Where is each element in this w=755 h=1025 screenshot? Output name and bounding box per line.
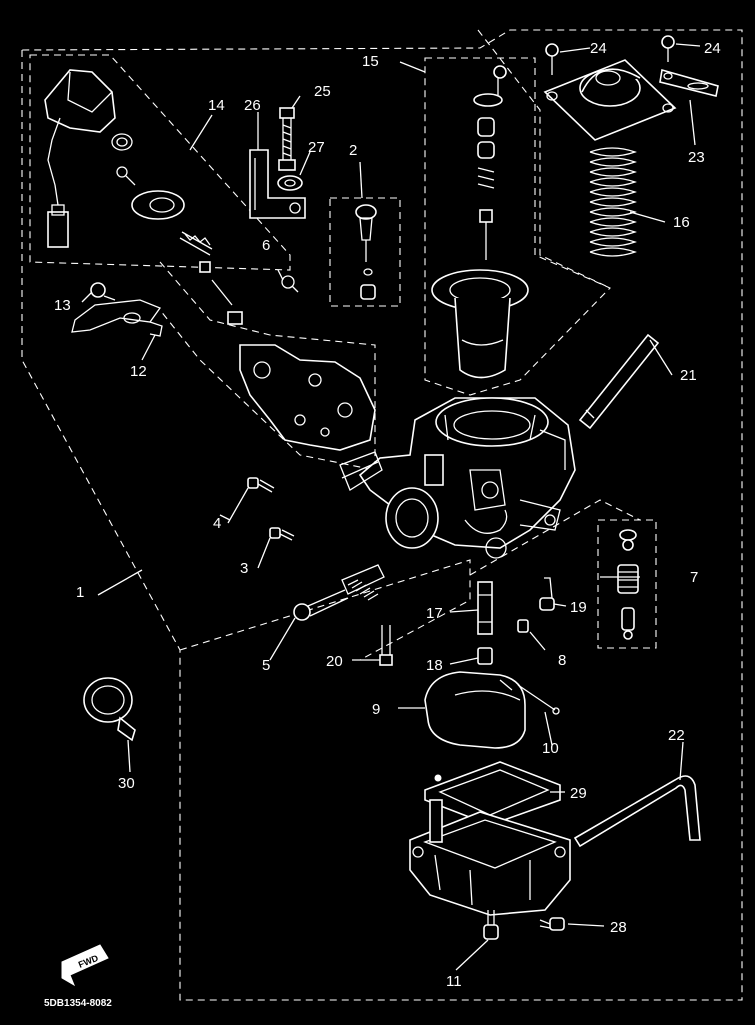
callout-25: 25: [314, 83, 331, 100]
cable-bracket-icon: [249, 149, 306, 219]
callout-29: 29: [570, 785, 587, 802]
throttle-lever-icon: [71, 282, 163, 337]
main-jet-holder-17-icon: [477, 581, 493, 635]
drawing-code: 5DB1354-8082: [44, 998, 112, 1009]
callout-3: 3: [240, 560, 248, 577]
group-7-outline: [597, 519, 657, 649]
pilot-screw-set-icon: [355, 204, 377, 300]
jet-set-7-icon: [617, 529, 639, 640]
screw-19-icon: [539, 577, 555, 611]
callout-24-right: 24: [704, 40, 721, 57]
callout-24-left: 24: [590, 40, 607, 57]
leader-lines: [81, 43, 701, 971]
cable-adjuster-icon: [278, 107, 296, 171]
screw-3-icon: [269, 527, 295, 541]
bowl-gasket-icon: [424, 761, 561, 826]
drain-hose-22-icon: [573, 775, 701, 848]
callout-28: 28: [610, 919, 627, 936]
pilot-air-screw-icon: [281, 275, 299, 293]
callout-20: 20: [326, 653, 343, 670]
float-pin-icon: [517, 684, 560, 715]
jet-group-outline: [469, 499, 641, 576]
group-2-outline: [329, 197, 401, 307]
callout-16: 16: [673, 214, 690, 231]
callout-18: 18: [426, 657, 443, 674]
sensor-screw-icon: [116, 166, 136, 186]
sensor-group-outline: [29, 54, 291, 271]
screw-11-icon: [483, 910, 499, 940]
callout-26: 26: [244, 97, 261, 114]
callout-17: 17: [426, 605, 443, 622]
o-ring-icon: [111, 133, 133, 151]
hose-clamp-icon: [83, 677, 136, 742]
callout-10: 10: [542, 740, 559, 757]
hose-21-icon: [578, 333, 660, 430]
top-cover-icon: [543, 59, 677, 141]
float-bowl-icon: [409, 799, 571, 916]
screw-4-icon: [247, 477, 275, 493]
diaphragm-group-outline: [477, 29, 611, 289]
assembly-outline: [21, 29, 743, 1001]
float-icon: [424, 671, 526, 749]
sensor-plate-icon: [131, 190, 185, 220]
sensor-group-outline-2: [159, 261, 376, 471]
piston-valve-icon: [431, 269, 529, 379]
throttle-stop-screw-icon: [179, 231, 243, 325]
callout-27: 27: [308, 139, 325, 156]
main-jet-18-icon: [477, 647, 493, 665]
callout-7: 7: [690, 569, 698, 586]
callout-9: 9: [372, 701, 380, 718]
screw-8-icon: [517, 619, 529, 633]
carburetor-body-icon: [339, 397, 576, 559]
callout-23: 23: [688, 149, 705, 166]
callout-12: 12: [130, 363, 147, 380]
callout-30: 30: [118, 775, 135, 792]
throttle-position-sensor-icon: [44, 69, 116, 248]
needle-set-icon: [473, 65, 507, 260]
starter-body-icon: [239, 344, 376, 451]
callout-14: 14: [208, 97, 225, 114]
callout-4: 4: [213, 515, 221, 532]
screw-28-icon: [539, 917, 565, 931]
callout-2: 2: [349, 142, 357, 159]
cable-holder-plate-icon: [659, 68, 719, 97]
cover-screw-icon: [545, 35, 675, 75]
callout-6: 6: [262, 237, 270, 254]
forward-arrow-icon: FWD: [61, 944, 109, 987]
callout-19: 19: [570, 599, 587, 616]
washer-icon: [277, 175, 303, 191]
idle-screw-set-icon: [293, 564, 385, 621]
screw-20-icon: [379, 625, 393, 666]
callout-11: 11: [446, 973, 462, 990]
callout-13: 13: [54, 297, 71, 314]
callout-22: 22: [668, 727, 685, 744]
callout-8: 8: [558, 652, 566, 669]
callout-21: 21: [680, 367, 697, 384]
callout-1: 1: [76, 584, 84, 601]
callout-15: 15: [362, 53, 379, 70]
callout-5: 5: [262, 657, 270, 674]
spring-icon: [589, 147, 637, 257]
